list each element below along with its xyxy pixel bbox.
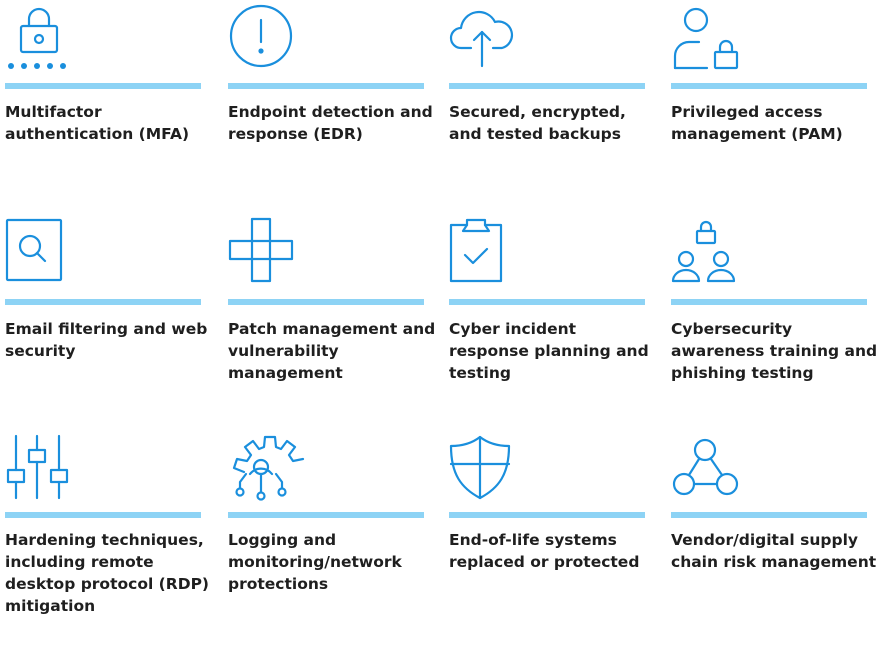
- patch-cross-icon: [228, 217, 300, 289]
- network-nodes-icon: [671, 434, 743, 506]
- divider-bar: [671, 512, 867, 518]
- magnifier-document-icon: [5, 217, 77, 289]
- item-label: Cybersecurity awareness training and phi…: [671, 320, 878, 382]
- divider-bar: [228, 512, 424, 518]
- divider-bar: [228, 299, 424, 305]
- divider-bar: [228, 83, 424, 89]
- item-label: Email filtering and web security: [5, 320, 208, 360]
- item-label: Vendor/digital supply chain risk managem…: [671, 531, 877, 571]
- item-label: Logging and monitoring/network protectio…: [228, 531, 402, 593]
- item-label: Privileged access management (PAM): [671, 103, 843, 143]
- item-label: Endpoint detection and response (EDR): [228, 103, 433, 143]
- people-lock-icon: [671, 217, 743, 289]
- divider-bar: [5, 512, 201, 518]
- divider-bar: [449, 512, 645, 518]
- shield-icon: [449, 434, 521, 506]
- cloud-upload-icon: [449, 4, 521, 76]
- item-label: Cyber incident response planning and tes…: [449, 320, 649, 382]
- item-label: Multifactor authentication (MFA): [5, 103, 190, 143]
- padlock-icon: [5, 4, 77, 76]
- divider-bar: [449, 83, 645, 89]
- divider-bar: [449, 299, 645, 305]
- exclamation-circle-icon: [228, 4, 300, 76]
- divider-bar: [5, 83, 201, 89]
- item-label: Patch management and vulnerability manag…: [228, 320, 436, 382]
- item-label: Hardening techniques, including remote d…: [5, 531, 210, 615]
- divider-bar: [671, 299, 867, 305]
- divider-bar: [5, 299, 201, 305]
- sliders-icon: [5, 434, 77, 506]
- gear-network-icon: [228, 434, 305, 506]
- user-lock-icon: [671, 4, 743, 76]
- item-label: Secured, encrypted, and tested backups: [449, 103, 626, 143]
- item-label: End-of-life systems replaced or protecte…: [449, 531, 640, 571]
- clipboard-check-icon: [449, 217, 521, 289]
- divider-bar: [671, 83, 867, 89]
